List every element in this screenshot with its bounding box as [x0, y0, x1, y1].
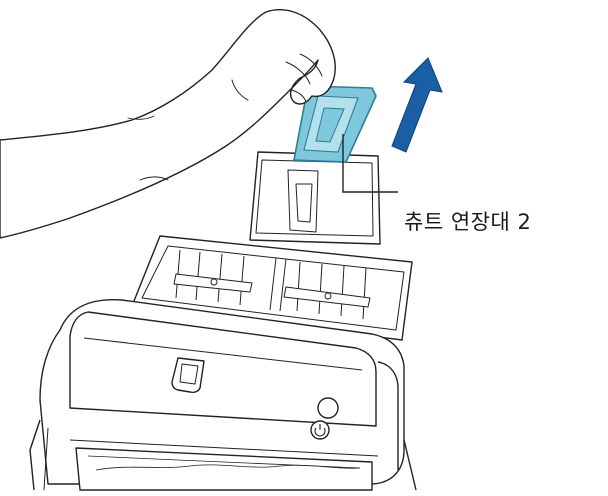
chute-extension-1 — [250, 152, 380, 244]
callout-label: 츄트 연장대 2 — [404, 206, 531, 236]
cover-handle — [172, 358, 204, 392]
scan-button — [318, 398, 338, 418]
arrow-up-icon — [392, 58, 442, 152]
